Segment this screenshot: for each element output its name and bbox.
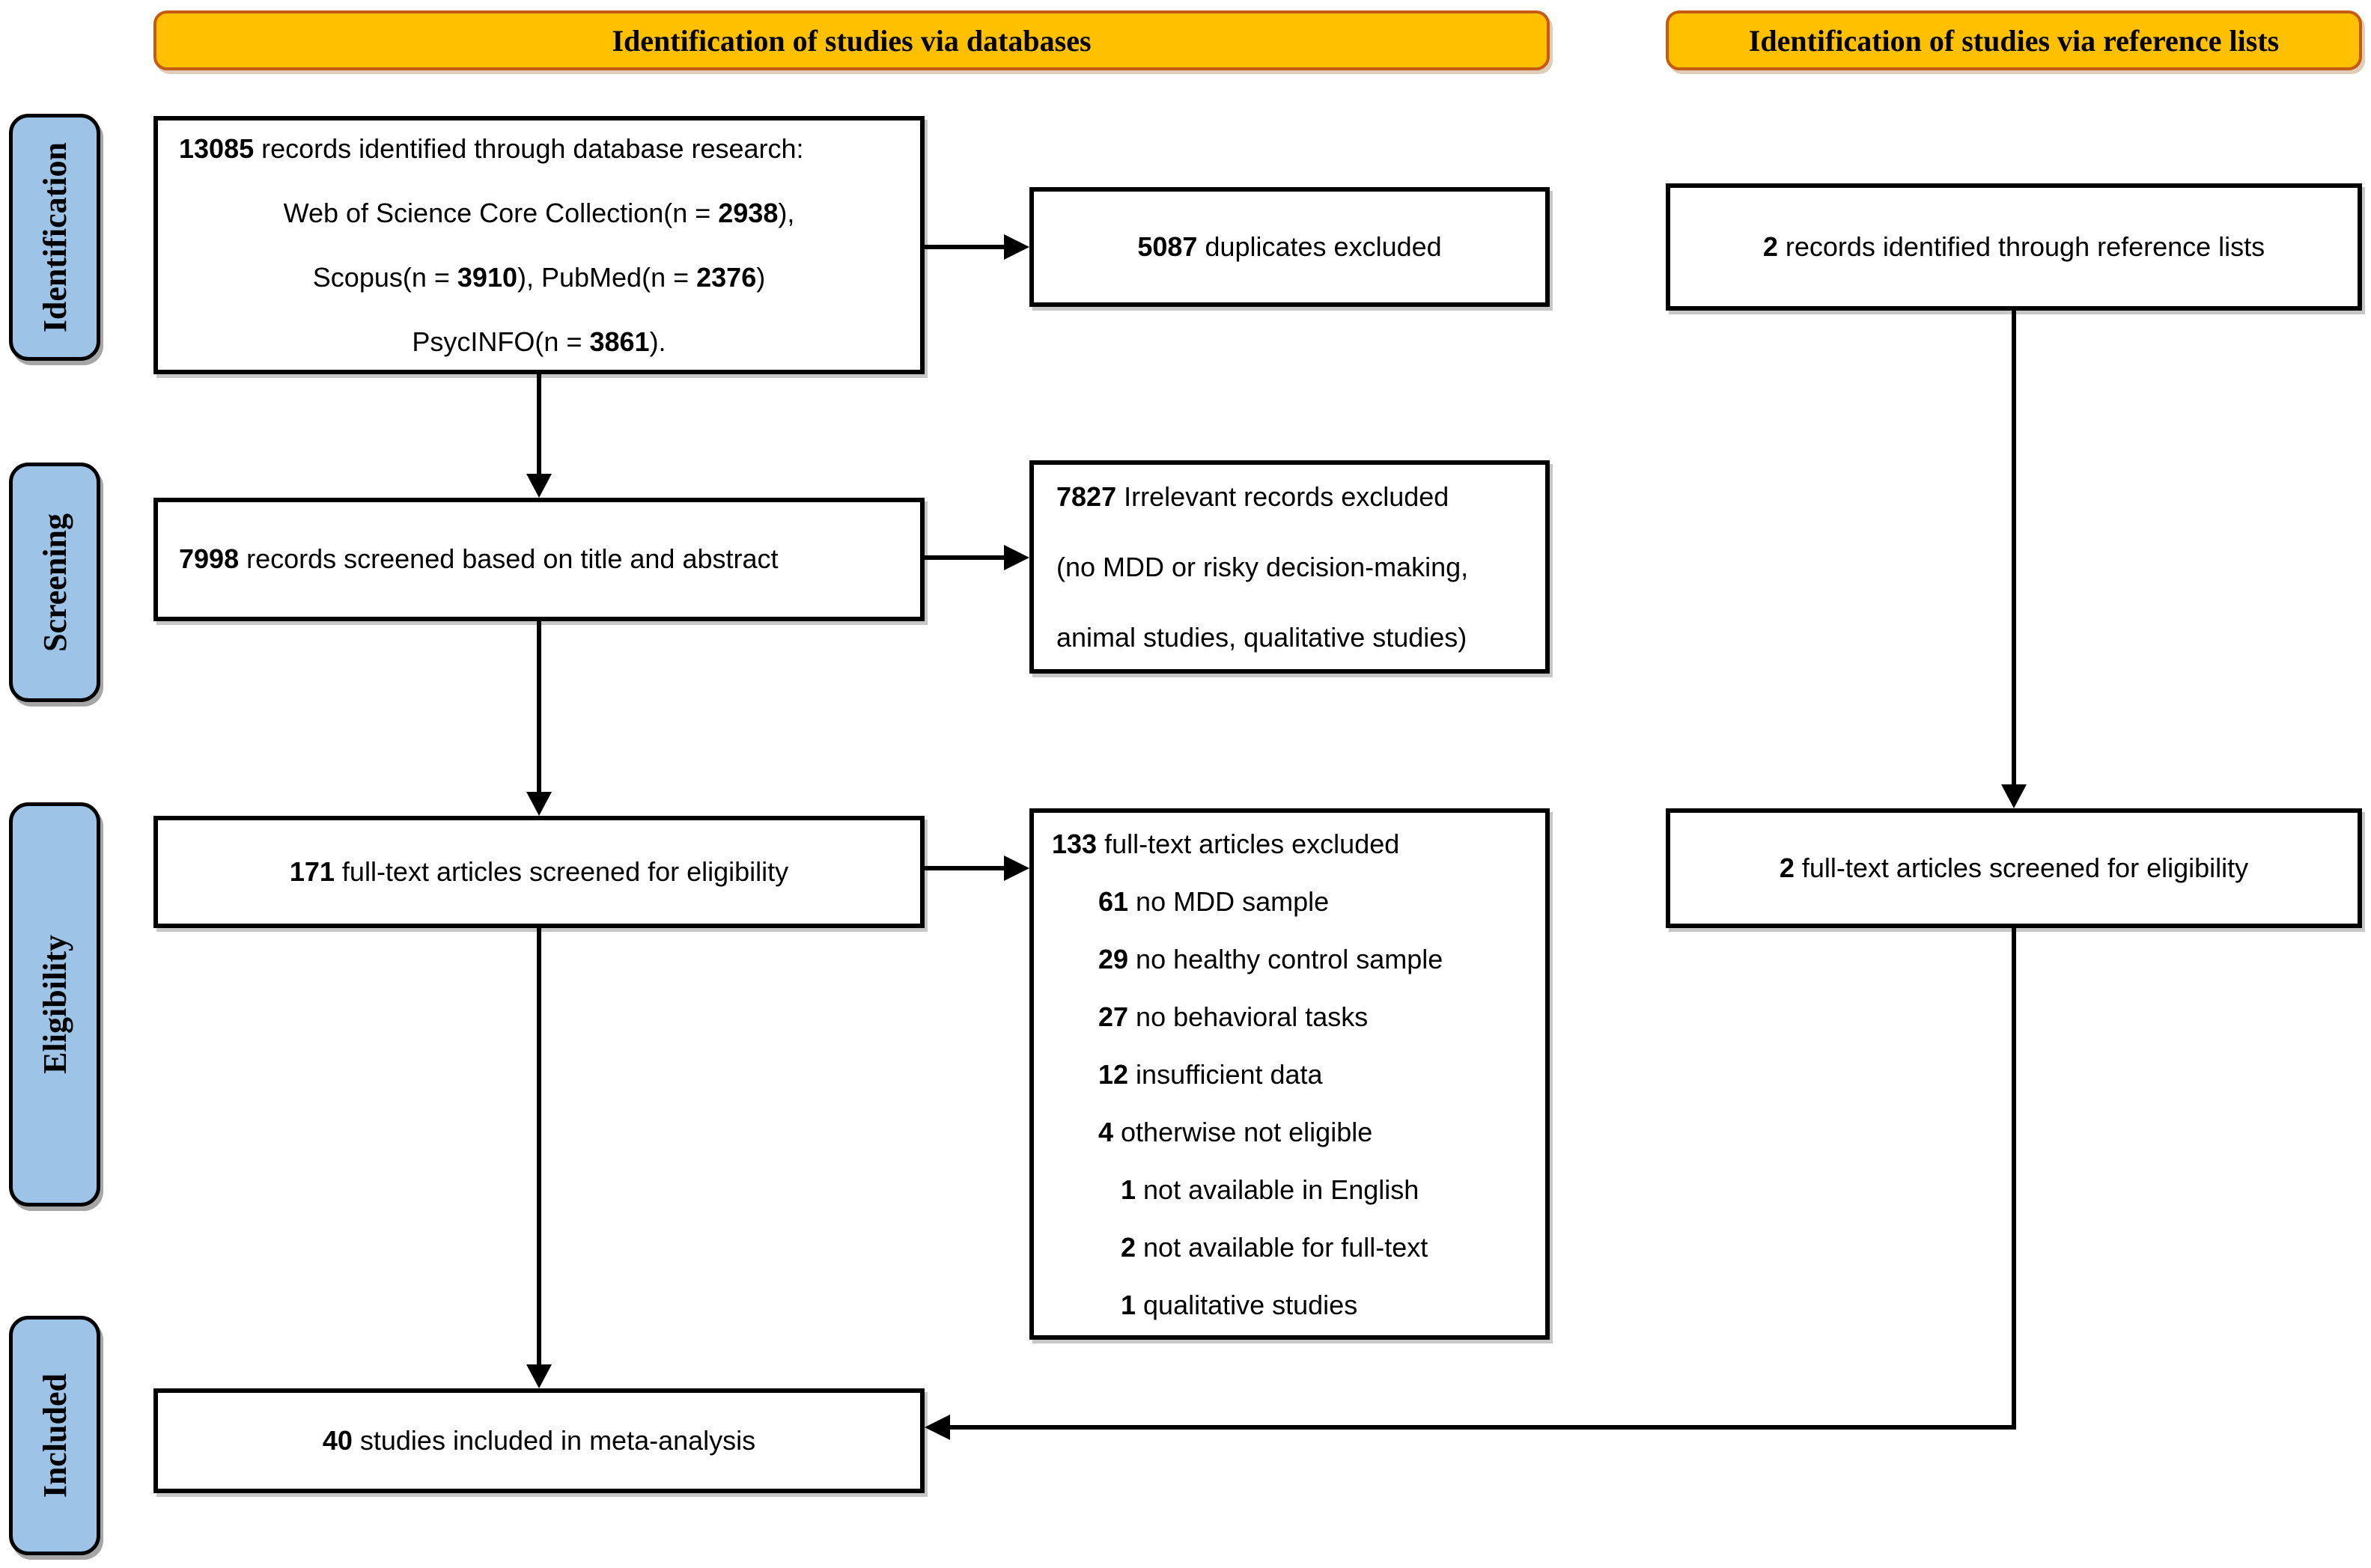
arrow-reffulltext-to-included-head [925,1415,950,1440]
box-line: 2 records identified through reference l… [1762,231,2265,262]
box-line: 7827 Irrelevant records excluded [1056,481,1449,512]
box-line: Web of Science Core Collection(n = 2938)… [283,197,795,228]
box-line: 2 not available for full-text [1121,1231,1428,1263]
box-reference-records: 2 records identified through reference l… [1666,183,2362,311]
box-line: 2 full-text articles screened for eligib… [1779,852,2249,883]
header-databases: Identification of studies via databases [153,10,1550,70]
box-line: 5087 duplicates excluded [1137,231,1442,262]
stage-identification-label: Identification [36,141,73,333]
box-line: 1 qualitative studies [1121,1289,1358,1320]
stage-eligibility: Eligibility [9,802,100,1206]
arrow-refrecords-to-reffulltext-head [2001,784,2027,808]
box-fulltext-screened: 171 full-text articles screened for elig… [153,816,925,928]
stage-included: Included [9,1316,100,1555]
arrow-reffulltext-to-included-hline [949,1425,2016,1430]
box-line: 7998 records screened based on title and… [179,543,779,575]
box-line: 171 full-text articles screened for elig… [289,855,789,887]
arrow-db-to-screened-head [526,474,552,498]
box-irrelevant-excluded: 7827 Irrelevant records excluded (no MDD… [1029,460,1550,674]
box-line: 4 otherwise not eligible [1098,1116,1373,1147]
stage-identification: Identification [9,114,100,361]
box-records-screened: 7998 records screened based on title and… [153,498,925,621]
box-line: 27 no behavioral tasks [1098,1001,1369,1032]
arrow-fulltext-to-included-line [537,928,541,1366]
box-duplicates-excluded: 5087 duplicates excluded [1029,187,1550,307]
box-line: 1 not available in English [1121,1174,1419,1205]
box-database-records: 13085 records identified through databas… [153,116,925,374]
arrow-screened-to-irrelevant-head [1004,545,1029,570]
arrow-fulltext-to-included-head [526,1364,552,1388]
arrow-fulltext-to-excluded-head [1004,855,1029,881]
box-fulltext-excluded: 133 full-text articles excluded 61 no MD… [1029,808,1550,1340]
stage-included-label: Included [36,1373,73,1498]
arrow-fulltext-to-excluded-line [925,866,1005,870]
box-included-studies: 40 studies included in meta-analysis [153,1388,925,1493]
box-line: 12 insufficient data [1098,1058,1323,1090]
arrow-screened-to-fulltext-line [537,621,541,793]
box-reference-fulltext-screened: 2 full-text articles screened for eligib… [1666,808,2362,928]
box-line: (no MDD or risky decision-making, [1056,551,1469,582]
box-line: 40 studies included in meta-analysis [322,1424,756,1456]
arrow-reffulltext-to-included-vline [2012,928,2016,1430]
box-line: 133 full-text articles excluded [1052,828,1400,859]
stage-eligibility-label: Eligibility [36,935,73,1074]
box-line: 29 no healthy control sample [1098,943,1443,974]
box-line: Scopus(n = 3910), PubMed(n = 2376) [312,261,766,293]
arrow-db-to-duplicates-line [925,245,1005,249]
box-line: 13085 records identified through databas… [179,132,804,164]
arrow-screened-to-fulltext-head [526,792,552,816]
arrow-refrecords-to-reffulltext-line [2012,311,2016,786]
arrow-screened-to-irrelevant-line [925,555,1005,560]
stage-screening: Screening [9,463,100,702]
box-line: PsycINFO(n = 3861). [412,326,666,357]
box-line: 61 no MDD sample [1098,885,1330,917]
stage-screening-label: Screening [36,513,73,652]
box-line: animal studies, qualitative studies) [1056,621,1467,653]
arrow-db-to-duplicates-head [1004,234,1029,260]
header-reference-lists: Identification of studies via reference … [1666,10,2362,70]
arrow-db-to-screened-line [537,374,541,475]
